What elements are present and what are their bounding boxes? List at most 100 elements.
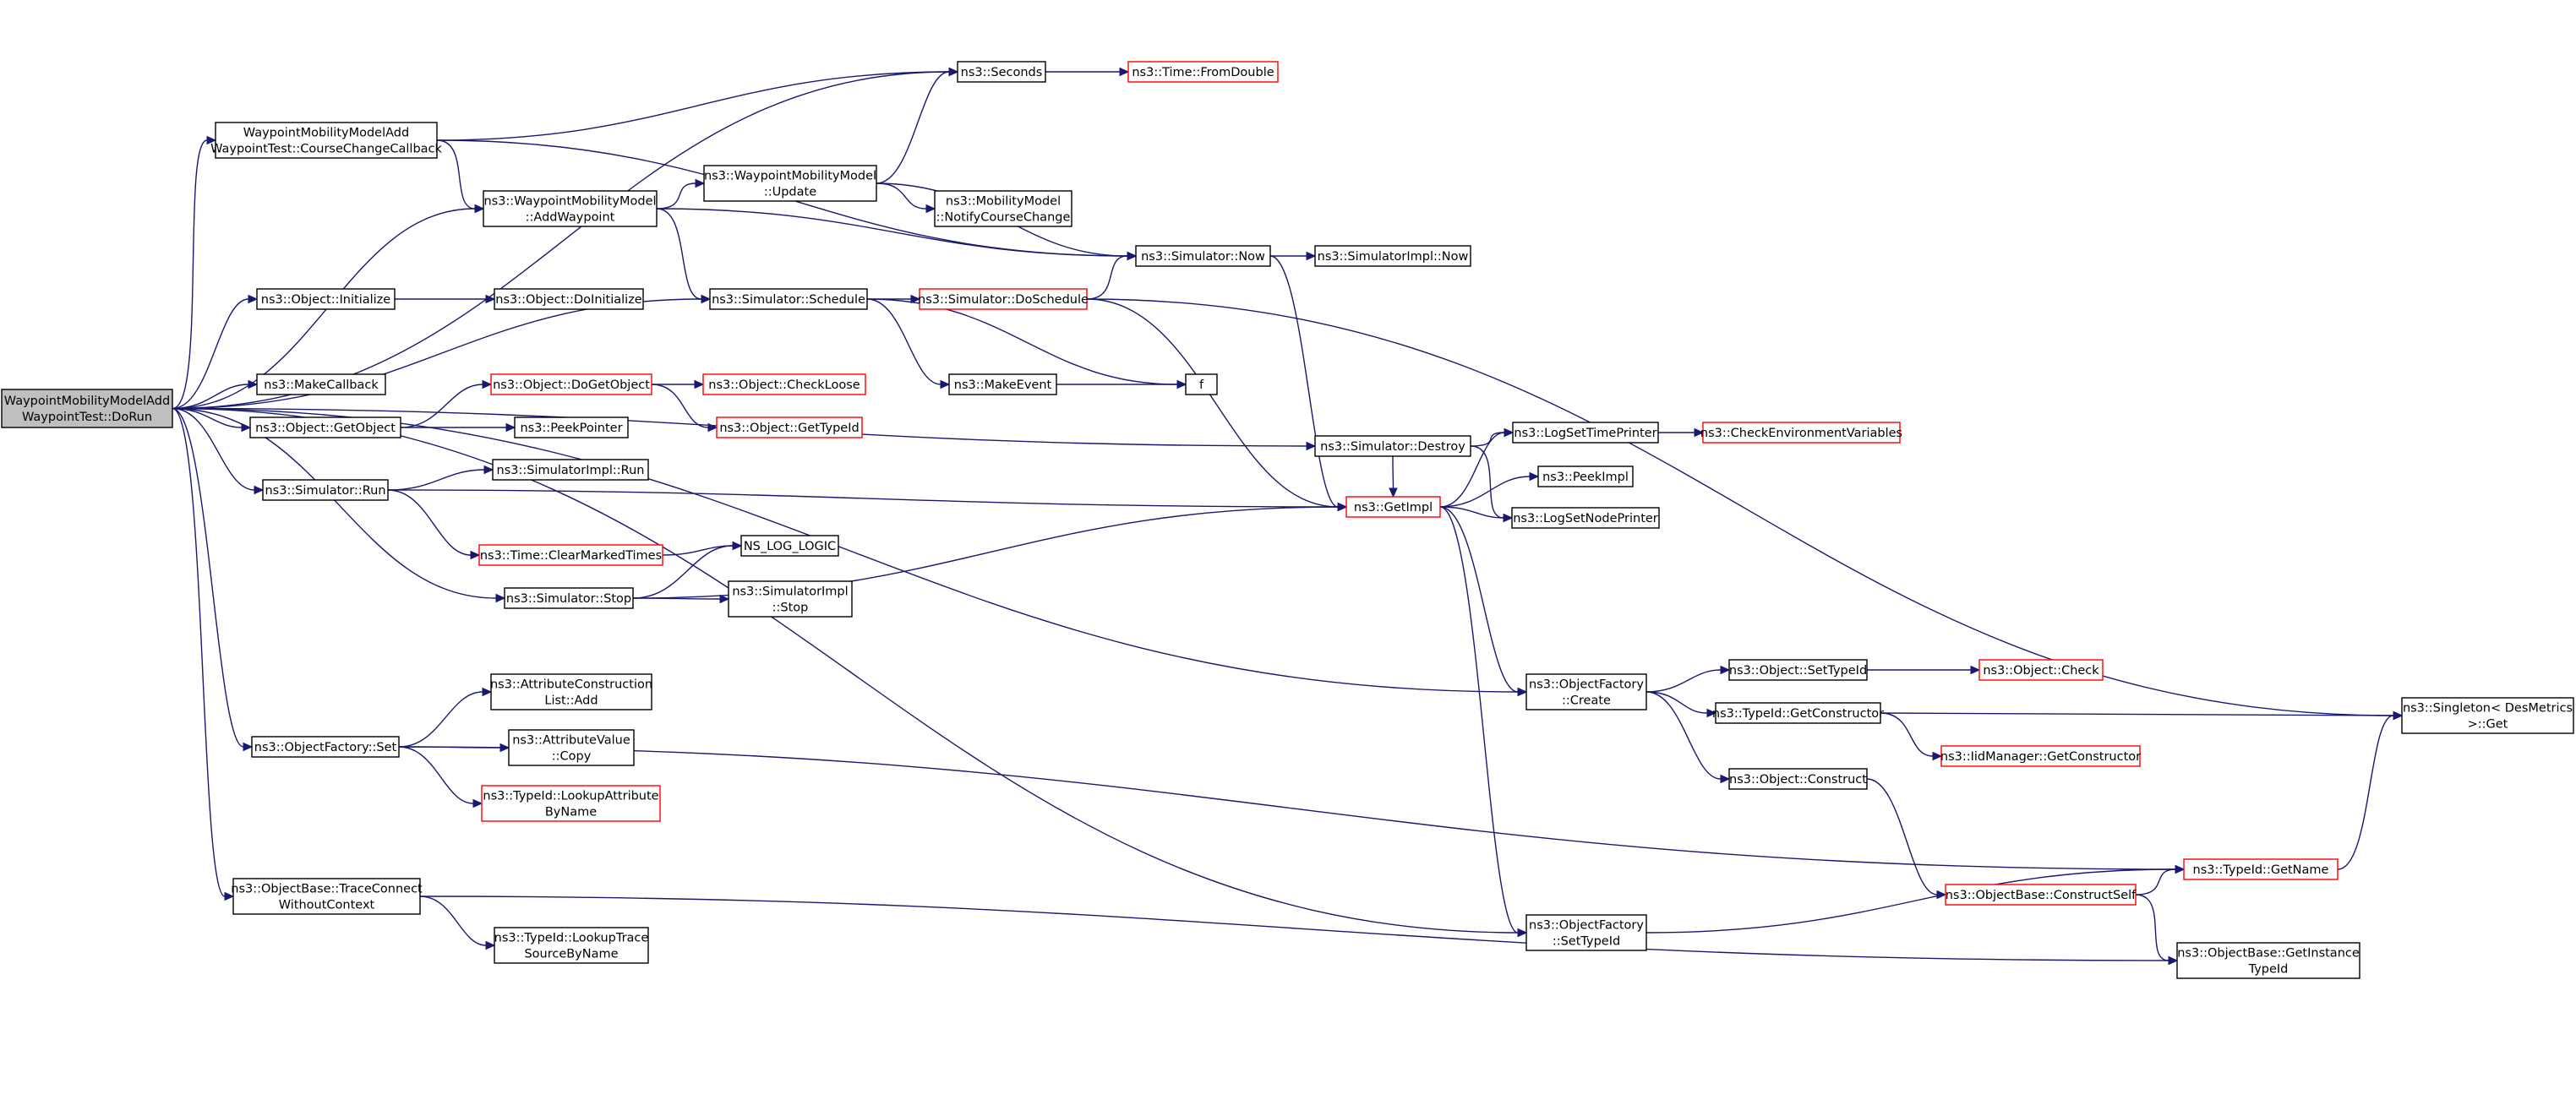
- node-implrun[interactable]: ns3::SimulatorImpl::Run: [492, 459, 649, 481]
- edge-line: [387, 489, 1339, 508]
- edge-line: [656, 208, 1128, 257]
- edge-line: [866, 298, 1178, 385]
- node-box: [1345, 496, 1441, 518]
- edge-arrowhead: [472, 798, 483, 808]
- node-f[interactable]: f: [1185, 373, 1218, 395]
- node-simrun[interactable]: ns3::Simulator::Run: [262, 479, 389, 501]
- edge-update-to-notify: [876, 182, 936, 214]
- node-makecb[interactable]: ns3::MakeCallback: [256, 373, 386, 395]
- node-label: WithoutContext: [279, 899, 375, 912]
- edge-arrowhead: [2393, 710, 2404, 721]
- edge-getimpl-to-lognode: [1439, 506, 1514, 523]
- edge-getobject-to-peekptr: [401, 422, 516, 433]
- node-ofset[interactable]: ns3::ObjectFactory::Set: [251, 736, 400, 758]
- node-label: WaypointMobilityModelAdd: [4, 395, 170, 408]
- node-box: [1314, 245, 1471, 267]
- edge-addwp-to-update: [656, 178, 706, 210]
- node-simnow[interactable]: ns3::Simulator::Now: [1135, 245, 1271, 267]
- node-seconds[interactable]: ns3::Seconds: [957, 61, 1046, 83]
- node-dogetobj[interactable]: ns3::Object::DoGetObject: [490, 373, 652, 395]
- node-attrcopy[interactable]: ns3::AttributeValue::Copy: [508, 729, 635, 766]
- node-label: ns3::AttributeConstruction: [490, 678, 652, 692]
- edge-arrowhead: [695, 178, 706, 188]
- node-label: ns3::Simulator::DoSchedule: [918, 293, 1089, 307]
- edge-coursecb-to-addwp: [436, 139, 485, 214]
- node-addwp[interactable]: ns3::WaypointMobilityModel::AddWaypoint: [483, 190, 658, 227]
- edge-arrowhead: [1389, 487, 1398, 498]
- node-gettypeid[interactable]: ns3::Object::GetTypeId: [716, 416, 863, 438]
- node-checkenv[interactable]: ns3::CheckEnvironmentVariables: [1700, 422, 1902, 444]
- node-getctor[interactable]: ns3::TypeId::GetConstructor: [1712, 702, 1884, 724]
- node-label: ns3::MobilityModel: [946, 195, 1061, 209]
- edge-line: [1392, 455, 1394, 489]
- node-constructself[interactable]: ns3::ObjectBase::ConstructSelf: [1945, 884, 2137, 906]
- node-simstop[interactable]: ns3::Simulator::Stop: [504, 587, 634, 609]
- node-oftypeid[interactable]: ns3::ObjectFactory::SetTypeId: [1525, 914, 1647, 951]
- node-label: ns3::ObjectFactory::Set: [254, 741, 397, 754]
- node-label: ns3::ObjectBase::ConstructSelf: [1946, 889, 2137, 902]
- node-doschedule[interactable]: ns3::Simulator::DoSchedule: [918, 288, 1089, 310]
- edge-root-to-makecb: [172, 379, 259, 410]
- node-coursecb[interactable]: WaypointMobilityModelAddWaypointTest::Co…: [210, 122, 443, 159]
- node-implnow[interactable]: ns3::SimulatorImpl::Now: [1314, 245, 1471, 267]
- node-makeevent[interactable]: ns3::MakeEvent: [948, 373, 1057, 395]
- node-label: ns3::WaypointMobilityModel: [483, 195, 656, 209]
- node-label: ns3::ObjectBase::GetInstance: [2177, 947, 2360, 961]
- edge-line: [419, 896, 487, 946]
- node-box: [215, 122, 438, 159]
- edge-arrowhead: [925, 204, 936, 214]
- edge-line: [1086, 298, 2394, 716]
- edge-arrowhead: [1517, 687, 1528, 697]
- node-implstop[interactable]: ns3::SimulatorImpl::Stop: [728, 580, 853, 618]
- node-notify[interactable]: ns3::MobilityModel::NotifyCourseChange: [934, 190, 1072, 227]
- node-label: ns3::Object::GetObject: [255, 422, 396, 435]
- node-update[interactable]: ns3::WaypointMobilityModel::Update: [703, 165, 877, 202]
- node-label: SourceByName: [524, 948, 618, 961]
- node-box: [1728, 659, 1868, 681]
- node-box: [256, 288, 396, 310]
- node-getobject[interactable]: ns3::Object::GetObject: [249, 416, 401, 438]
- node-nslog[interactable]: NS_LOG_LOGIC: [740, 535, 839, 557]
- node-construct[interactable]: ns3::Object::Construct: [1728, 768, 1868, 790]
- node-getname[interactable]: ns3::TypeId::GetName: [2183, 858, 2339, 880]
- edge-arrowhead: [948, 67, 959, 77]
- node-label: ns3::IidManager::GetConstructor: [1940, 750, 2141, 764]
- node-objinit[interactable]: ns3::Object::Initialize: [256, 288, 396, 310]
- node-label: ns3::GetImpl: [1354, 501, 1433, 514]
- node-box: [2401, 697, 2574, 734]
- node-label: ns3::Simulator::Schedule: [712, 293, 865, 307]
- edge-getctor-to-iidctor: [1880, 712, 1943, 761]
- node-destroy[interactable]: ns3::Simulator::Destroy: [1314, 435, 1471, 457]
- edge-arrowhead: [482, 379, 493, 389]
- node-checkloose[interactable]: ns3::Object::CheckLoose: [702, 373, 866, 395]
- node-box: [1185, 373, 1218, 395]
- edge-arrowhead: [474, 204, 485, 214]
- node-getimpl[interactable]: ns3::GetImpl: [1345, 496, 1441, 518]
- node-ofcreate[interactable]: ns3::ObjectFactory::Create: [1525, 673, 1647, 710]
- node-doinit[interactable]: ns3::Object::DoInitialize: [494, 288, 644, 310]
- node-objcheck[interactable]: ns3::Object::Check: [1978, 659, 2104, 681]
- node-clearmarked[interactable]: ns3::Time::ClearMarkedTimes: [478, 544, 663, 566]
- node-lognode[interactable]: ns3::LogSetNodePrinter: [1511, 507, 1660, 529]
- node-box: [1525, 914, 1647, 951]
- node-settypeid[interactable]: ns3::Object::SetTypeId: [1728, 659, 1868, 681]
- edge-doschedule-to-getimpl: [1086, 298, 1348, 512]
- edge-line: [656, 182, 696, 210]
- node-schedule[interactable]: ns3::Simulator::Schedule: [709, 288, 868, 310]
- node-label: ns3::Simulator::Run: [265, 484, 385, 498]
- node-fromdouble[interactable]: ns3::Time::FromDouble: [1127, 61, 1279, 83]
- node-logtime[interactable]: ns3::LogSetTimePrinter: [1512, 422, 1659, 444]
- node-peekptr[interactable]: ns3::PeekPointer: [514, 416, 629, 438]
- node-traceconnect[interactable]: ns3::ObjectBase::TraceConnectWithoutCont…: [231, 878, 423, 915]
- node-box: [919, 288, 1088, 310]
- node-singleton[interactable]: ns3::Singleton< DesMetrics >::Get: [2401, 697, 2574, 734]
- node-peekimpl[interactable]: ns3::PeekImpl: [1537, 465, 1634, 487]
- edge-line: [1866, 778, 1938, 896]
- node-iidctor[interactable]: ns3::IidManager::GetConstructor: [1940, 745, 2141, 767]
- edge-arrowhead: [485, 940, 496, 950]
- node-root[interactable]: WaypointMobilityModelAddWaypointTest::Do…: [1, 389, 173, 428]
